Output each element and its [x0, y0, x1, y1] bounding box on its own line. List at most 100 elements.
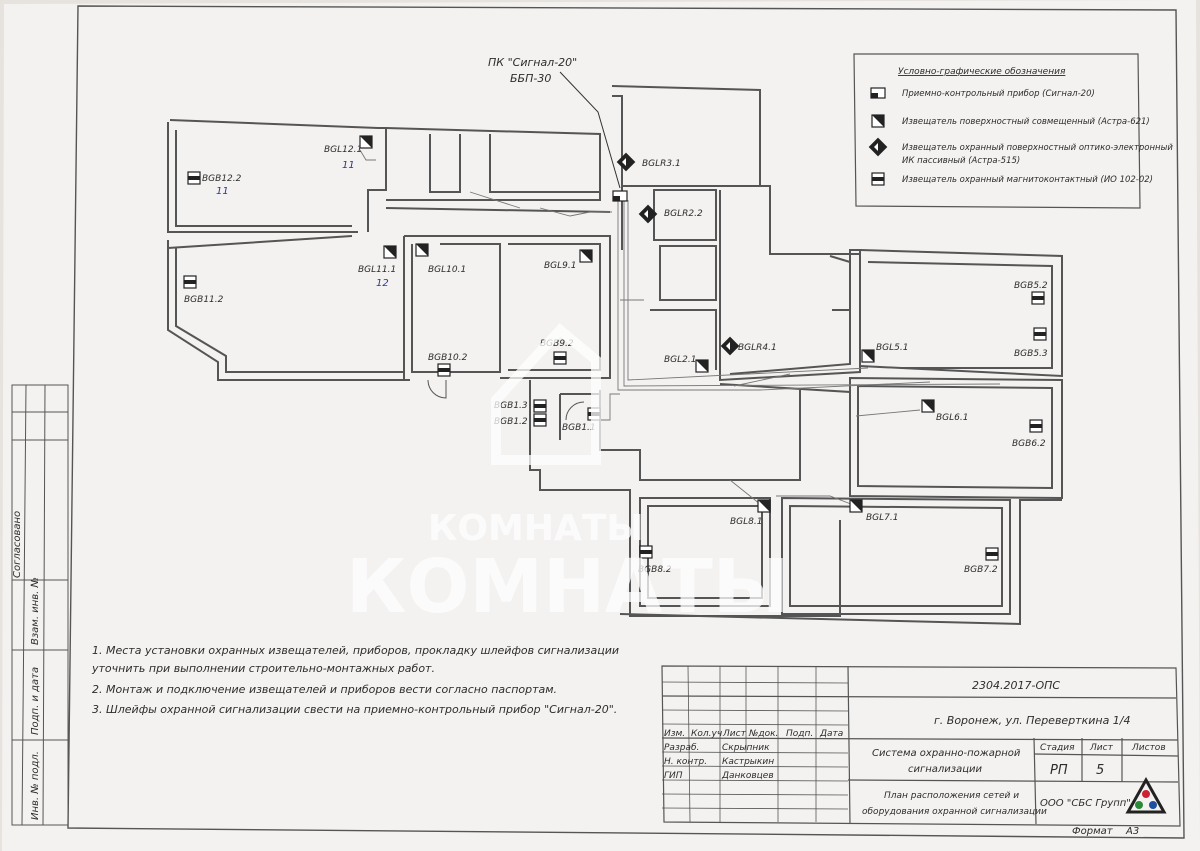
device-label: BGB11.2 [184, 295, 224, 305]
ir-detector-icon [638, 204, 658, 224]
col-header-list: Лист [722, 729, 747, 739]
handwritten-mark-12: 12 [376, 278, 389, 289]
device-label: BGB5.2 [1014, 281, 1048, 291]
magnetic-contact-icon [639, 545, 653, 559]
device-label: BGL7.1 [866, 513, 898, 523]
col-header-kol: Кол.уч [691, 729, 722, 739]
device-label: BGL2.1 [664, 355, 696, 365]
magnetic-contact-icon [553, 351, 567, 365]
legend-item-text: Приемно-контрольный прибор (Сигнал-20) [902, 89, 1095, 99]
combined-detector-icon [415, 243, 429, 257]
magnetic-contact-icon [1031, 291, 1045, 305]
device-label: BGL5.1 [876, 343, 908, 353]
device-label: BGB5.3 [1014, 349, 1048, 359]
device-label: BGLR2.2 [664, 209, 703, 219]
note-line-2: уточнить при выполнении строительно-монт… [91, 662, 435, 675]
plan-title-line1: План расположения сетей и [884, 791, 1019, 801]
name-chief: Данковцев [721, 771, 774, 781]
col-header-data: Дата [819, 729, 843, 739]
note-line-3: 2. Монтаж и подключение извещателей и пр… [92, 683, 557, 696]
device-label: BGL10.1 [428, 265, 466, 275]
cable-lines [359, 149, 1001, 507]
legend-box: Условно-графические обозначения Приемно-… [853, 53, 1173, 209]
format-label: Формат [1072, 826, 1114, 837]
magnetic-contact-icon [533, 399, 547, 413]
doc-address: г. Воронеж, ул. Переверткина 1/4 [934, 714, 1131, 727]
company-logo [1125, 776, 1167, 814]
legend-item-text: Извещатель охранный поверхностный оптико… [902, 143, 1173, 153]
control-panel-icon [612, 190, 628, 202]
magnetic-contact-icon [187, 171, 201, 185]
floor-plan-walls [167, 85, 1063, 626]
stamp-sign-date: Подп. и дата [30, 667, 41, 735]
handwritten-mark-11b: 11 [216, 186, 229, 197]
legend-item-text: ИК пассивный (Астра-515) [902, 156, 1020, 166]
device-label: BGB10.2 [428, 353, 468, 363]
magnetic-contact-icon [871, 172, 885, 186]
plan-title-line2: оборудования охранной сигнализации [862, 807, 1047, 817]
doc-code: 2304.2017-ОПС [972, 679, 1060, 692]
combined-detector-icon [849, 499, 863, 513]
device-label: BGL11.1 [358, 265, 396, 275]
company-name: ООО "СБС Групп" [1040, 798, 1131, 809]
watermark: КОМНАТЫ КОМНАТЫ [346, 323, 789, 630]
device-label: BGB1.1 [562, 423, 596, 433]
device-label: BGB9.2 [540, 339, 574, 349]
format-value: А3 [1125, 826, 1139, 837]
magnetic-contact-icon [437, 363, 451, 377]
legend-item-text: Извещатель поверхностный совмещенный (Ас… [902, 117, 1150, 127]
name-norm-control: Кастрыкин [722, 757, 774, 767]
note-line-1: 1. Места установки охранных извещателей,… [92, 644, 619, 657]
device-label: BGL9.1 [544, 261, 576, 271]
device-label: BGB6.2 [1012, 439, 1046, 449]
device-label: BGB1.2 [494, 417, 528, 427]
system-title-line2: сигнализации [908, 764, 983, 775]
device-label: BGB7.2 [964, 565, 998, 575]
col-header-podp: Подп. [786, 729, 813, 739]
side-stamp [11, 384, 69, 826]
stamp-agreed: Согласовано [12, 511, 23, 578]
role-chief: ГИП [664, 771, 683, 781]
ir-detector-icon [868, 137, 888, 157]
note-line-4: 3. Шлейфы охранной сигнализации свести н… [92, 703, 617, 716]
magnetic-contact-icon [1029, 419, 1043, 433]
combined-detector-icon [757, 499, 771, 513]
system-title-line1: Система охранно-пожарной [872, 748, 1021, 759]
sheet-label: Лист [1089, 743, 1114, 753]
panel-callout-line1: ПК "Сигнал-20" [488, 56, 577, 69]
panel-callout-line2: ББП-30 [510, 72, 551, 85]
device-label: BGL6.1 [936, 413, 968, 423]
panel-leader-line [559, 71, 621, 189]
device-label: BGLR4.1 [738, 343, 777, 353]
role-norm-control: Н. контр. [664, 757, 707, 767]
magnetic-contact-icon [985, 547, 999, 561]
stamp-inv-replace: Взам. инв. № [30, 577, 41, 645]
combined-detector-icon [579, 249, 593, 263]
magnetic-contact-icon [1033, 327, 1047, 341]
magnetic-contact-icon [183, 275, 197, 289]
combined-detector-icon [695, 359, 709, 373]
legend-title: Условно-графические обозначения [898, 67, 1066, 77]
stage-value: РП [1050, 763, 1068, 778]
title-block [661, 665, 1181, 827]
door-arcs [427, 379, 585, 421]
stamp-inv-orig: Инв. № подл. [30, 751, 41, 820]
ir-detector-icon [616, 152, 636, 172]
combined-detector-icon [359, 135, 373, 149]
device-label: BGB12.2 [202, 174, 242, 184]
handwritten-mark-11a: 11 [342, 160, 355, 171]
device-label: BGB1.3 [494, 401, 528, 411]
control-panel-icon [870, 87, 886, 99]
legend-item-text: Извещатель охранный магнитоконтактный (И… [902, 175, 1153, 185]
name-developer: Скрыпник [722, 743, 770, 753]
device-label: BGL12.1 [324, 145, 362, 155]
watermark-large: КОМНАТЫ [346, 544, 789, 630]
col-header-izm: Изм. [664, 729, 685, 739]
combined-detector-icon [921, 399, 935, 413]
combined-detector-icon [871, 114, 885, 128]
ir-detector-icon [720, 336, 740, 356]
sheet-value: 5 [1096, 763, 1104, 778]
col-header-ndoc: №док. [748, 729, 778, 739]
